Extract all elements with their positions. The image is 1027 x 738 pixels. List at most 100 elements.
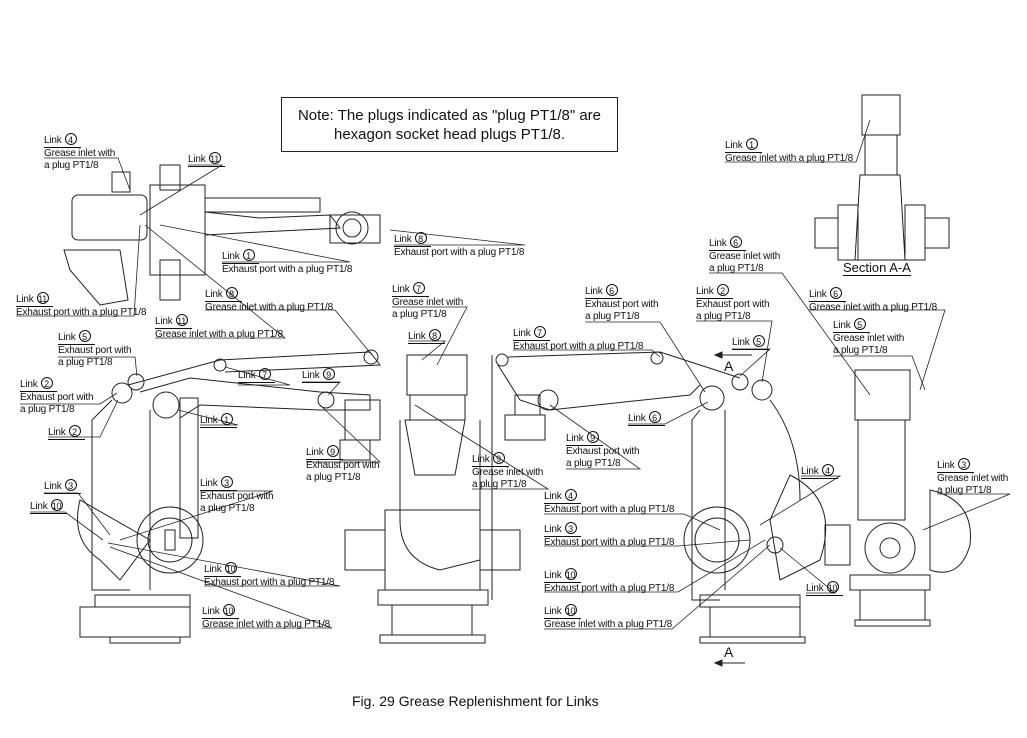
note-box: Note: The plugs indicated as "plug PT1/8…: [281, 97, 618, 152]
section-marker-lower: A: [724, 644, 734, 660]
callout-description: Grease inlet with: [472, 467, 544, 478]
link-word: Link: [544, 524, 562, 535]
link-number-circled: 4: [64, 133, 77, 145]
callout-description: a plug PT1/8: [585, 311, 640, 322]
figure-caption: Fig. 29 Grease Replenishment for Links: [352, 693, 599, 709]
link-word: Link: [58, 332, 76, 343]
link-number-circled: 6: [829, 287, 842, 299]
callout-description: a plug PT1/8: [472, 479, 527, 490]
link-number-circled: 8: [428, 329, 441, 341]
callout-description: Exhaust port with: [200, 491, 274, 502]
callout-description: Exhaust port with: [585, 299, 659, 310]
link-number-circled: 3: [957, 458, 970, 470]
callout-description: a plug PT1/8: [200, 503, 255, 514]
callout-description: Grease inlet with: [833, 333, 905, 344]
link-word: Link: [200, 478, 218, 489]
link-word: Link: [809, 289, 827, 300]
link-word: Link: [202, 606, 220, 617]
note-line-2: hexagon socket head plugs PT1/8.: [334, 126, 565, 143]
link-word: Link: [732, 337, 750, 348]
link-word: Link: [205, 289, 223, 300]
callout-description: Grease inlet with a plug PT1/8: [205, 302, 333, 313]
callout-description: Grease inlet with: [709, 251, 781, 262]
callout-description: a plug PT1/8: [937, 485, 992, 496]
link-word: Link: [394, 234, 412, 245]
callout-description: Grease inlet with: [44, 148, 116, 159]
link-word: Link: [472, 454, 490, 465]
link-number-circled: 3: [64, 479, 77, 491]
link-number-circled: 1: [242, 249, 255, 261]
callout-description: a plug PT1/8: [566, 458, 621, 469]
section-a-a-drawing: [814, 94, 950, 261]
link-number-circled: 1: [745, 138, 758, 150]
link-number-circled: 5: [853, 318, 866, 330]
callout-description: a plug PT1/8: [392, 309, 447, 320]
link-number-circled: 1: [220, 413, 233, 425]
callout-description: a plug PT1/8: [696, 311, 751, 322]
callout-description: Exhaust port with: [20, 392, 94, 403]
left-side-view-robot: [77, 349, 381, 644]
callout-description: a plug PT1/8: [833, 345, 888, 356]
callout-description: Exhaust port with a plug PT1/8: [544, 583, 675, 594]
link-word: Link: [801, 466, 819, 477]
callout-description: Exhaust port with: [306, 460, 380, 471]
callout-description: a plug PT1/8: [58, 357, 113, 368]
link-word: Link: [44, 481, 62, 492]
link-word: Link: [30, 501, 48, 512]
section-marker-upper: A: [724, 358, 734, 374]
link-word: Link: [566, 433, 584, 444]
callout-description: Grease inlet with a plug PT1/8: [809, 302, 937, 313]
link-number-circled: 5: [78, 330, 91, 342]
link-word: Link: [44, 135, 62, 146]
link-word: Link: [16, 294, 34, 305]
link-number-circled: 11: [36, 292, 49, 304]
link-number-circled: 2: [40, 377, 53, 389]
link-number-circled: 8: [225, 287, 238, 299]
link-number-circled: 7: [258, 368, 271, 380]
link-number-circled: 11: [175, 314, 188, 326]
callout-description: Grease inlet with a plug PT1/8: [155, 329, 283, 340]
link-word: Link: [585, 286, 603, 297]
link-number-circled: 10: [564, 568, 577, 580]
callout-description: Grease inlet with a plug PT1/8: [202, 619, 330, 630]
link-number-circled: 2: [716, 284, 729, 296]
link-number-circled: 9: [326, 445, 339, 457]
callout-description: Grease inlet with a plug PT1/8: [544, 619, 672, 630]
